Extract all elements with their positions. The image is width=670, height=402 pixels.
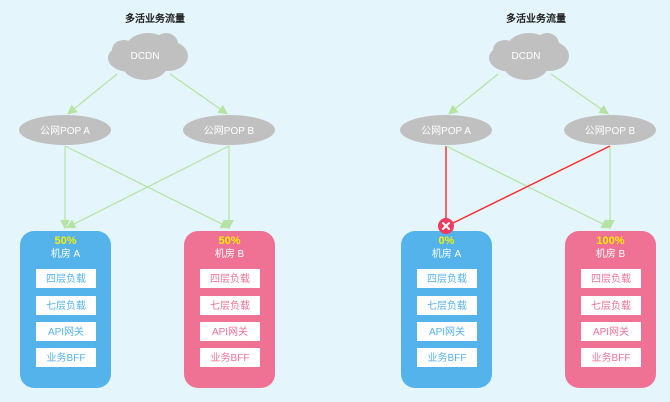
layer-label: 业务BFF [592,351,631,364]
pop-label: 公网POP A [40,125,90,137]
dcdn-label: DCDN [131,51,160,62]
pop-label: 公网POP A [421,125,471,137]
close-icon [438,218,454,234]
layer-label: 七层负载 [427,299,467,312]
layer-label: 四层负载 [46,272,86,285]
layer-label: 四层负载 [210,272,250,285]
layer-label: 业务BFF [211,351,250,364]
room-name: 机房 A [51,247,81,260]
layer-label: API网关 [212,325,248,338]
layer-label: 四层负载 [591,272,631,285]
layer-box [417,348,477,367]
traffic-percent: 50% [218,235,240,247]
layer-label: 七层负载 [46,299,86,312]
room-name: 机房 B [596,247,626,260]
pop-label: 公网POP B [585,125,636,137]
layer-label: 七层负载 [591,299,631,312]
layer-box [36,322,96,341]
layer-box [200,322,260,341]
layer-box [417,269,477,288]
layer-label: API网关 [48,325,84,338]
layer-box [200,348,260,367]
layer-label: 业务BFF [47,351,86,364]
layer-label: 四层负载 [427,272,467,285]
layer-box [581,322,641,341]
layer-box [36,296,96,315]
pop-a-node [400,115,492,145]
traffic-percent: 0% [439,235,455,247]
pop-label: 公网POP B [204,125,255,137]
room-name: 机房 B [215,247,245,260]
flow-cdn-to-pop-b [169,73,228,115]
flow-cdn-to-pop-a [448,73,499,115]
layer-label: 七层负载 [210,299,250,312]
layer-box [581,348,641,367]
layer-box [200,269,260,288]
layer-label: API网关 [429,325,465,338]
traffic-percent: 50% [54,235,76,247]
pop-b-node [564,115,656,145]
flow-pop-a-to-room-b [64,145,231,229]
flow-pop-b-to-room-a [65,145,230,229]
layer-box [581,269,641,288]
layer-box [417,322,477,341]
layer-box [36,269,96,288]
layer-box [417,296,477,315]
diagram-title: 多活业务流量 [125,12,185,25]
dcdn-cloud [489,33,569,80]
layer-box [581,296,641,315]
flow-pop-b-to-room-a [446,145,611,227]
dcdn-cloud [108,33,188,80]
room-name: 机房 A [432,247,462,260]
dcdn-label: DCDN [512,51,541,62]
flow-cdn-to-pop-a [67,73,118,115]
traffic-percent: 100% [596,235,624,247]
layer-label: 业务BFF [428,351,467,364]
layer-box [200,296,260,315]
pop-a-node [19,115,111,145]
pop-b-node [183,115,275,145]
diagram-title: 多活业务流量 [506,12,566,25]
layer-label: API网关 [593,325,629,338]
flow-cdn-to-pop-b [550,73,609,115]
layer-box [36,348,96,367]
